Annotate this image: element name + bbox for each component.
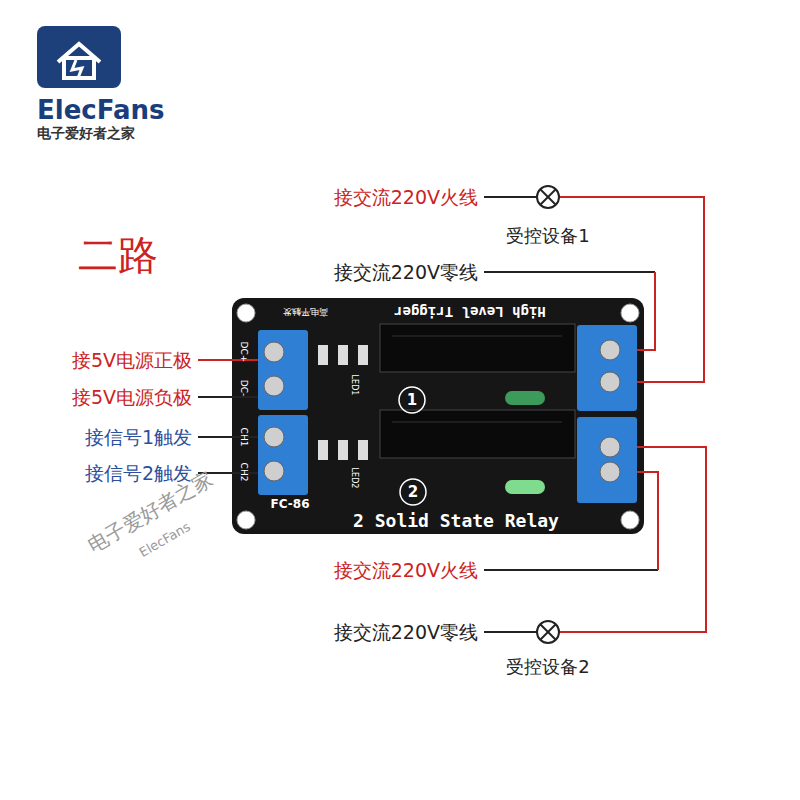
wire-label: 接交流220V火线 bbox=[334, 187, 478, 208]
callout-number: 2 bbox=[408, 484, 418, 501]
board-print: 高电平触发 bbox=[283, 306, 328, 316]
device-label: 受控设备1 bbox=[506, 226, 589, 246]
board-print: LED1 bbox=[350, 375, 359, 396]
wire-label: 接交流220V火线 bbox=[334, 560, 478, 581]
relay-board bbox=[232, 298, 644, 534]
title: 二路 bbox=[78, 233, 158, 277]
pin-label: 接信号1触发 bbox=[85, 427, 192, 448]
pin-label: 接5V电源正极 bbox=[72, 350, 192, 371]
leader-lines bbox=[198, 360, 258, 473]
lamp-symbol bbox=[537, 186, 559, 643]
pin-name: CH1 bbox=[238, 428, 248, 447]
wire-label: 接交流220V零线 bbox=[334, 622, 478, 643]
callout-number: 1 bbox=[407, 392, 417, 409]
logo-subtitle: 电子爱好者之家 bbox=[37, 126, 135, 141]
board-print: LED2 bbox=[350, 468, 359, 489]
pin-label: 接信号2触发 bbox=[85, 463, 192, 484]
pin-name: DC- bbox=[238, 380, 248, 396]
pin-label: 接5V电源负极 bbox=[72, 387, 192, 408]
logo-icon bbox=[37, 26, 121, 88]
logo-text: ElecFans bbox=[37, 96, 165, 125]
device-label: 受控设备2 bbox=[506, 657, 589, 677]
board-print: FC-86 bbox=[271, 498, 310, 511]
pin-name: CH2 bbox=[238, 463, 248, 482]
board-print: 2 Solid State Relay bbox=[353, 511, 559, 531]
ac-wires bbox=[484, 197, 706, 632]
wire-label: 接交流220V零线 bbox=[334, 262, 478, 283]
pin-name: DC+ bbox=[238, 342, 248, 363]
board-print: High Level Trigger bbox=[394, 303, 546, 318]
